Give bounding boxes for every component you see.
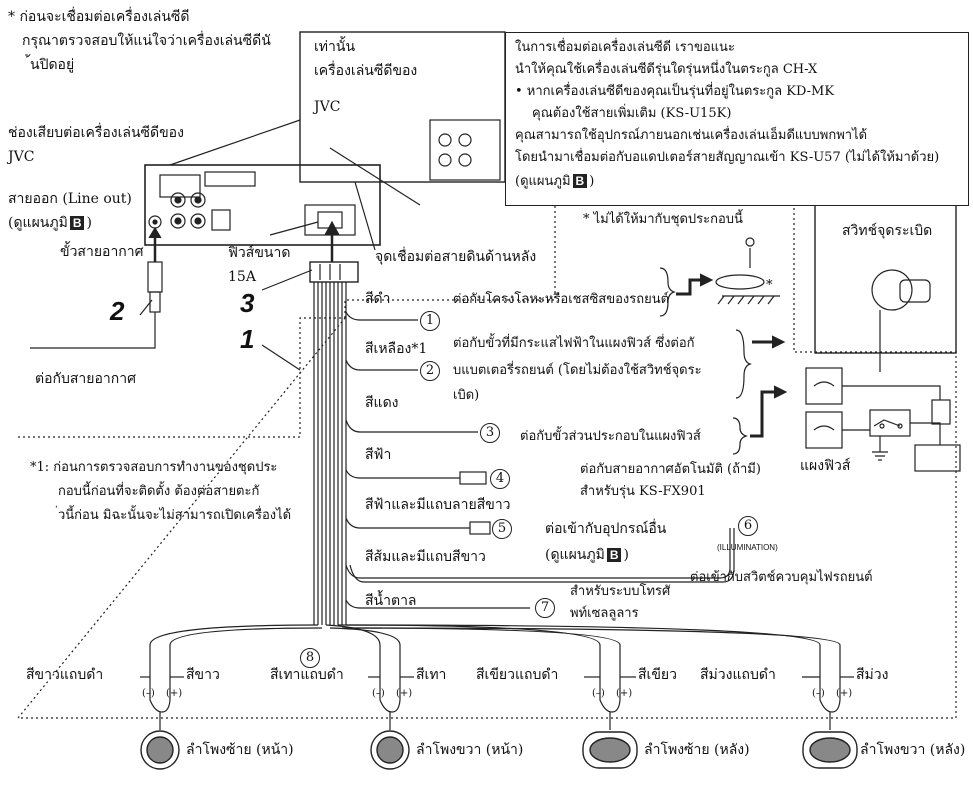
wire-color-yellow: สีเหลือง*1 bbox=[365, 341, 428, 357]
speaker-wires-number-8: 8 bbox=[300, 648, 320, 668]
fuse-panel-label: แผงฟิวส์ bbox=[800, 458, 851, 474]
wire-number-5: 5 bbox=[492, 519, 512, 539]
not-supplied-note: * ไม่ได้ให้มากับชุดประกอบนี้ bbox=[583, 212, 743, 227]
wire-desc-brown-2: พท์เซลลูลาร bbox=[570, 606, 639, 621]
cd-warning-line2: กรุณาตรวจสอบให้แน่ใจว่าเครื่องเล่นซีดีนั bbox=[22, 33, 271, 49]
speaker-lr-plus-color: สีเขียว bbox=[638, 667, 677, 683]
line-out-label: สายออก (Line out) bbox=[8, 191, 132, 207]
speaker-lf-plus: (+) bbox=[166, 688, 183, 699]
info-line2: นำให้คุณใช้เครื่องเล่นซีดีรุ่นใดรุ่นหนึ่… bbox=[515, 62, 818, 77]
speaker-front-right-label: ลำโพงขวา (หน้า) bbox=[416, 742, 524, 758]
speaker-front-left-label: ลำโพงซ้าย (หน้า) bbox=[186, 742, 294, 758]
wire-number-1: 1 bbox=[420, 311, 440, 331]
ignition-switch-label: สวิทช์จุดระเบิด bbox=[842, 223, 933, 239]
info-line1: ในการเชื่อมต่อเครื่องเล่นซีดี เราขอแนะ bbox=[515, 40, 735, 55]
asterisk-mark: * bbox=[766, 278, 773, 293]
wire-desc-orange-white: ต่อเข้ากับสวิตช์ควบคุมไฟรถยนต์ bbox=[690, 570, 873, 585]
callout-number-3: 3 bbox=[240, 288, 255, 318]
wire-desc-yellow-1: ต่อกับขั้วที่มีกระแสไฟฟ้าในแผงฟิวส์ ซึ่ง… bbox=[453, 336, 695, 351]
cd-callout-line2: เครื่องเล่นซีดีของ bbox=[314, 63, 418, 79]
fuse-warning-line3: ่วนี้ก่อน มิฉะนั้นจะไม่สามารถเปิดเครื่อง… bbox=[58, 508, 292, 523]
info-line4: คุณต้องใช้สายเพิ่มเติม (KS-U15K) bbox=[532, 106, 732, 121]
cd-jack-label: ช่องเสียบต่อเครื่องเล่นซีดีของ bbox=[8, 125, 184, 141]
fuse-warning-line1: *1: ก่อนการตรวจสอบการทำงานของชุดประ bbox=[30, 460, 278, 475]
cd-jack-label-jvc: JVC bbox=[8, 149, 35, 165]
callout-number-1: 1 bbox=[240, 324, 255, 354]
wire-desc-yellow-3: เบิด) bbox=[453, 388, 480, 403]
wire-desc-red: ต่อกับขั้วส่วนประกอบในแผงฟิวส์ bbox=[520, 429, 701, 444]
cd-warning-line3: ้นปิดอยู่ bbox=[30, 57, 75, 73]
speaker-lr-minus-color: สีเขียวแถบดำ bbox=[476, 667, 559, 683]
speaker-rf-minus: (–) bbox=[372, 688, 385, 699]
wire-color-red: สีแดง bbox=[365, 395, 399, 411]
wire-number-6: 6 bbox=[738, 516, 758, 536]
wire-desc-brown-1: สำหรับระบบโทรศั bbox=[570, 584, 671, 599]
speaker-lr-plus: (+) bbox=[616, 688, 633, 699]
speaker-rf-minus-color: สีเทาแถบดำ bbox=[270, 667, 344, 683]
wire-color-blue: สีฟ้า bbox=[365, 447, 392, 463]
illumination-tag: (ILLUMINATION) bbox=[717, 543, 778, 552]
line-out-see-chart: (ดูแผนภูมิB) bbox=[8, 215, 92, 231]
wire-desc-blue-white-1: ต่อเข้ากับอุปกรณ์อื่น bbox=[545, 521, 667, 537]
speaker-rr-plus: (+) bbox=[836, 688, 853, 699]
wire-number-2: 2 bbox=[420, 361, 440, 381]
chart-b-badge: B bbox=[69, 216, 85, 230]
speaker-lf-minus-color: สีขาวแถบดำ bbox=[26, 667, 104, 683]
wire-desc-black: ต่อกับโครงโลหะหรือเชสซิสของรถยนต์ bbox=[453, 292, 670, 307]
cd-warning-line1: * ก่อนจะเชื่อมต่อเครื่องเล่นซีดี bbox=[8, 9, 190, 25]
cd-callout-line1: เท่านั้น bbox=[314, 39, 356, 55]
wire-number-4: 4 bbox=[490, 469, 510, 489]
wire-desc-yellow-2: บแบตเตอรี่รถยนต์ (โดยไม่ต้องใช้สวิทช์จุด… bbox=[453, 363, 702, 378]
wire-desc-blue-white-2: (ดูแผนภูมิB) bbox=[545, 547, 629, 563]
speaker-lr-minus: (–) bbox=[592, 688, 605, 699]
callout-number-2: 2 bbox=[110, 296, 125, 326]
speaker-rr-plus-color: สีม่วง bbox=[856, 667, 889, 683]
wire-number-3: 3 bbox=[480, 423, 500, 443]
speaker-lf-plus-color: สีขาว bbox=[186, 667, 220, 683]
to-antenna-label: ต่อกับสายอากาศ bbox=[35, 371, 136, 387]
cd-callout-line3: JVC bbox=[314, 99, 341, 115]
info-line7: (ดูแผนภูมิB) bbox=[515, 174, 595, 189]
wire-desc-blue-1: ต่อกับสายอากาศอัตโนมัติ (ถ้ามี) bbox=[580, 462, 761, 477]
info-line3: • หากเครื่องเล่นซีดีของคุณเป็นรุ่นที่อยู… bbox=[515, 84, 835, 99]
fuse-rating: 15A bbox=[228, 269, 256, 285]
ground-point-label: จุดเชื่อมต่อสายดินด้านหลัง bbox=[375, 249, 537, 265]
chart-b-badge: B bbox=[606, 548, 622, 562]
chart-b-badge: B bbox=[572, 174, 588, 188]
info-line5: คุณสามารถใช้อุปกรณ์ภายนอกเช่นเครื่องเล่น… bbox=[515, 128, 868, 143]
speaker-lf-minus: (–) bbox=[142, 688, 155, 699]
speaker-rr-minus: (–) bbox=[812, 688, 825, 699]
wire-color-brown: สีน้ำตาล bbox=[365, 593, 417, 609]
speaker-rear-right-label: ลำโพงขวา (หลัง) bbox=[860, 742, 966, 758]
wire-color-black: สีดำ bbox=[365, 291, 391, 307]
info-line6: โดยนำมาเชื่อมต่อกับอแดปเตอร์สายสัญญาณเข้… bbox=[515, 150, 940, 165]
antenna-terminal-label: ขั้วสายอากาศ bbox=[60, 244, 144, 260]
fuse-label: ฟิวส์ขนาด bbox=[228, 245, 291, 261]
speaker-rf-plus-color: สีเทา bbox=[416, 667, 447, 683]
wire-desc-blue-2: สำหรับรุ่น KS-FX901 bbox=[580, 484, 706, 499]
speaker-rr-minus-color: สีม่วงแถบดำ bbox=[700, 667, 776, 683]
fuse-warning-line2: กอบนี้ก่อนที่จะติดตั้ง ต้องต่อสายตะกั bbox=[58, 484, 260, 499]
speaker-rf-plus: (+) bbox=[396, 688, 413, 699]
wire-number-7: 7 bbox=[535, 598, 555, 618]
speaker-rear-left-label: ลำโพงซ้าย (หลัง) bbox=[644, 742, 750, 758]
wire-color-orange-white: สีส้มและมีแถบสีขาว bbox=[365, 549, 486, 565]
wire-color-blue-white: สีฟ้าและมีแถบลายสีขาว bbox=[365, 497, 511, 513]
